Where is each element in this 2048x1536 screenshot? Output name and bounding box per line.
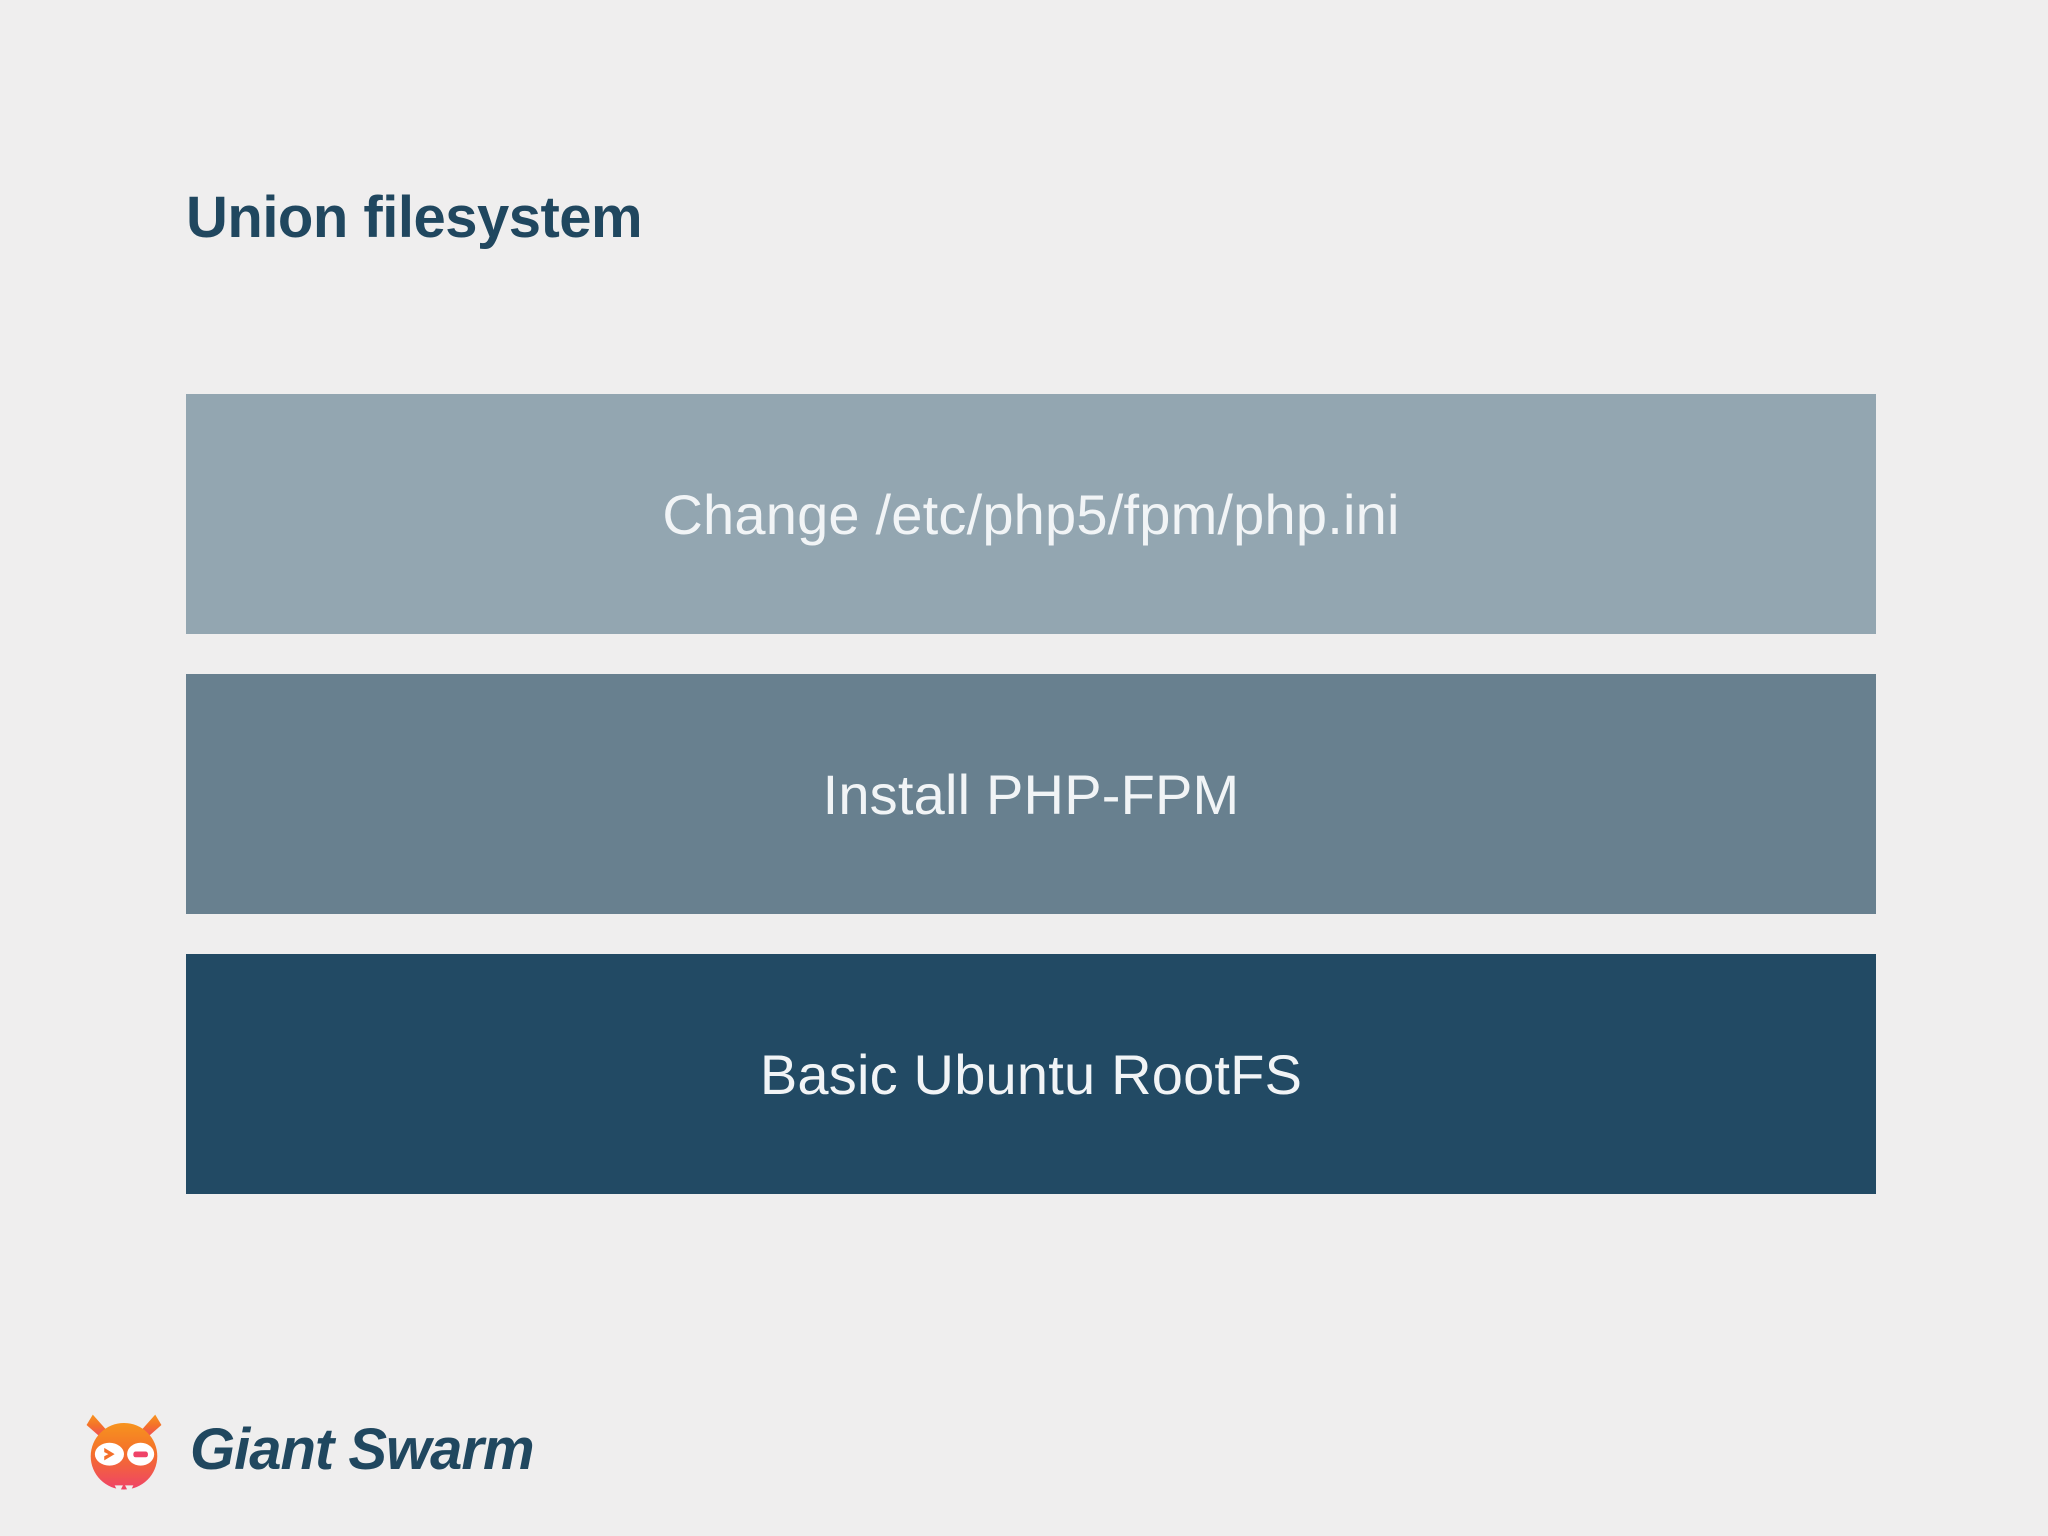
layer-change-php-ini: Change /etc/php5/fpm/php.ini xyxy=(186,394,1876,634)
giant-swarm-mascot-icon xyxy=(72,1398,176,1502)
layer-label: Basic Ubuntu RootFS xyxy=(759,1042,1303,1106)
giant-swarm-wordmark: Giant Swarm xyxy=(190,1417,535,1482)
layer-label: Install PHP-FPM xyxy=(822,762,1240,826)
layer-basic-ubuntu-rootfs: Basic Ubuntu RootFS xyxy=(186,954,1876,1194)
page-title: Union filesystem xyxy=(186,185,643,250)
layer-install-php-fpm: Install PHP-FPM xyxy=(186,674,1876,914)
union-filesystem-layer-stack: Change /etc/php5/fpm/php.ini Install PHP… xyxy=(186,394,1876,1194)
layer-label: Change /etc/php5/fpm/php.ini xyxy=(662,482,1400,546)
giant-swarm-logo: Giant Swarm xyxy=(72,1398,535,1502)
